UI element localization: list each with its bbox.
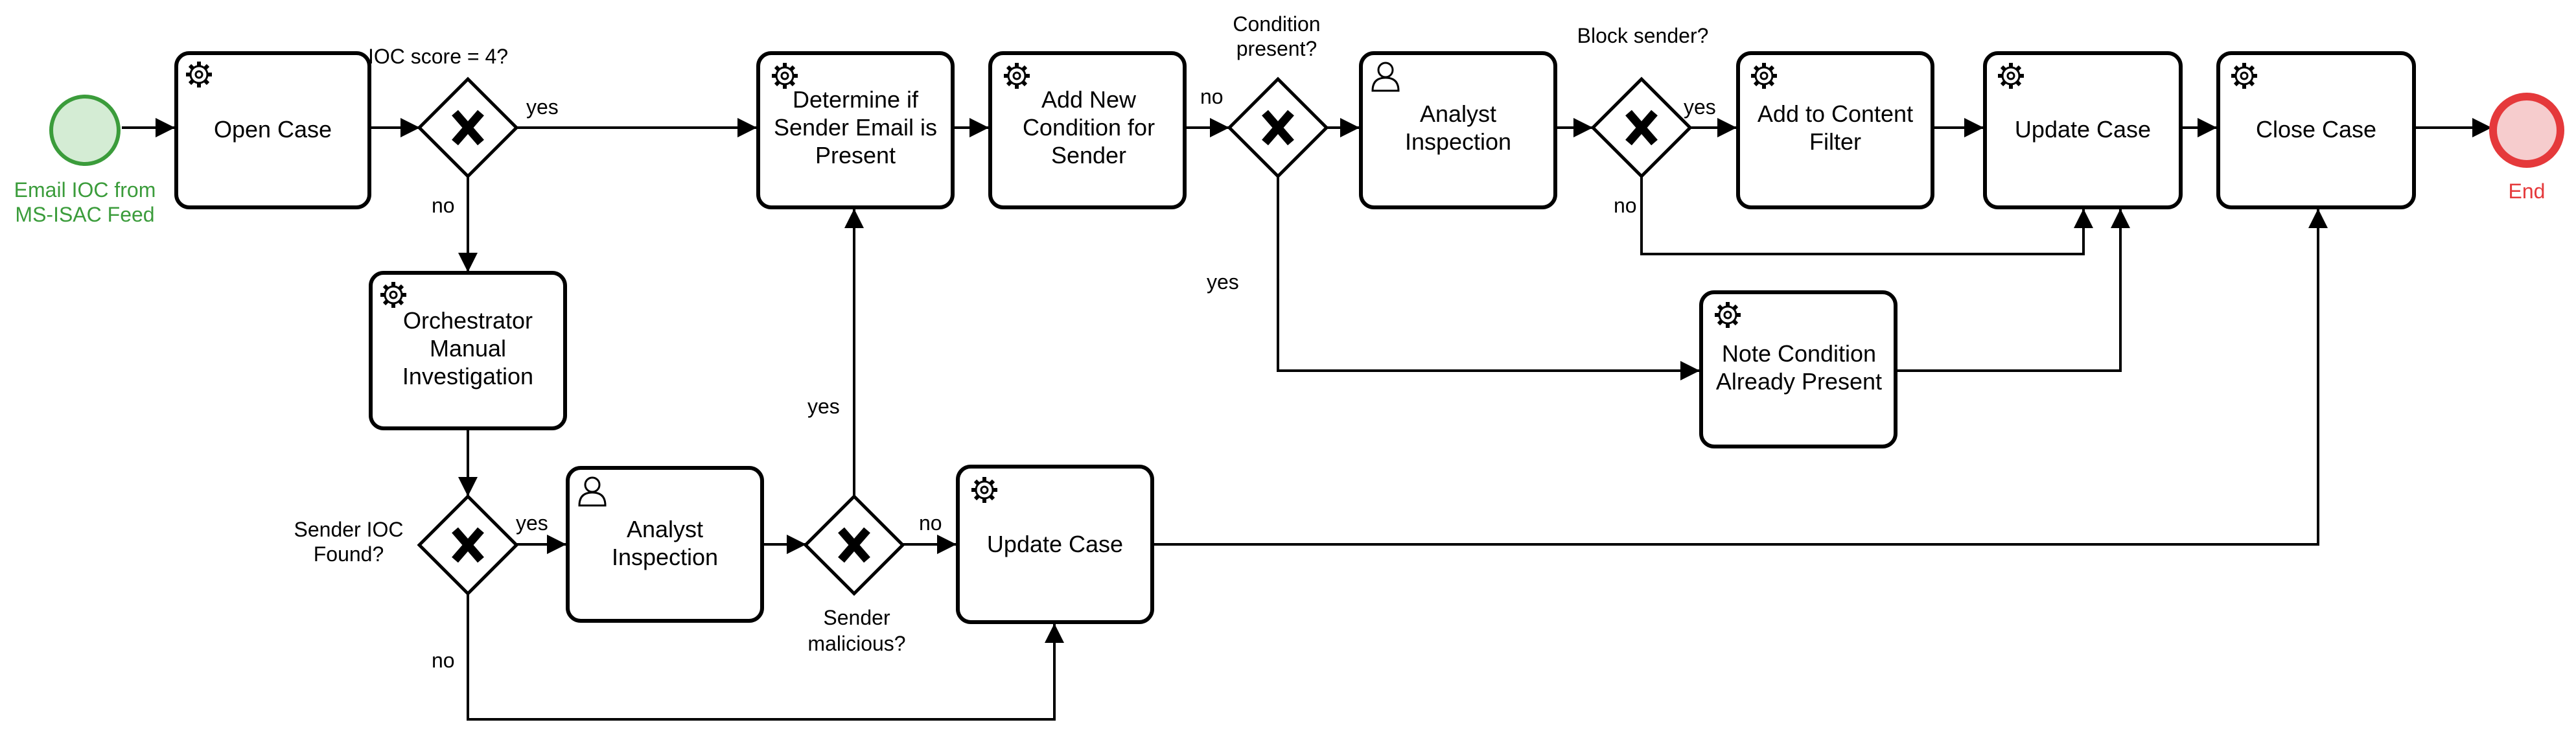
task-box bbox=[174, 51, 371, 209]
gateway-question-line-1: Condition bbox=[1233, 12, 1320, 36]
task-label-line-3: Sender bbox=[1051, 142, 1126, 168]
task-close-case[interactable]: Close Case bbox=[2216, 51, 2416, 209]
task-box bbox=[1736, 51, 1934, 209]
task-box bbox=[2216, 51, 2416, 209]
task-box bbox=[1983, 51, 2183, 209]
task-label-line-2: Filter bbox=[1809, 128, 1861, 155]
flow-label-sender-ioc-yes: yes bbox=[516, 511, 548, 535]
end-event-circle bbox=[2489, 93, 2564, 168]
task-add-to-content-filter[interactable]: Add to Content Filter bbox=[1736, 51, 1934, 209]
task-label-line-2: Manual bbox=[430, 335, 506, 362]
sequence-flows bbox=[122, 118, 2492, 721]
task-box bbox=[988, 51, 1187, 209]
gateway-ioc-score[interactable]: IOC score = 4? bbox=[368, 45, 519, 179]
task-label-line-1: Analyst bbox=[1420, 100, 1496, 127]
task-label-line-2: Inspection bbox=[612, 544, 718, 570]
task-add-new-condition[interactable]: Add New Condition for Sender bbox=[988, 51, 1187, 209]
gateway-sender-malicious[interactable]: Sender malicious? bbox=[803, 494, 906, 655]
start-event-label-line-1: Email IOC from bbox=[14, 178, 156, 202]
end-event[interactable]: End bbox=[2489, 93, 2564, 203]
task-box bbox=[1359, 51, 1557, 209]
task-label-line-1: Add to Content bbox=[1758, 100, 1913, 127]
task-label-line-2: Condition for bbox=[1023, 114, 1155, 141]
task-label-line-2: Inspection bbox=[1405, 128, 1511, 155]
gateway-sender-ioc-found[interactable]: Sender IOC Found? bbox=[294, 494, 519, 596]
task-box bbox=[369, 271, 567, 430]
task-label-line-1: Analyst bbox=[627, 516, 703, 542]
gateway-question-line-2: present? bbox=[1236, 37, 1317, 60]
flow-labels: yes no yes no yes no no yes yes no bbox=[432, 85, 1716, 672]
gateway-question-line-2: Found? bbox=[314, 542, 384, 566]
flow-label-sender-ioc-no: no bbox=[432, 649, 455, 672]
task-orchestrator-manual-investigation[interactable]: Orchestrator Manual Investigation bbox=[369, 271, 567, 430]
flow-label-malicious-yes: yes bbox=[807, 395, 840, 418]
task-box bbox=[566, 466, 764, 623]
task-box bbox=[756, 51, 955, 209]
task-label-line-2: Sender Email is bbox=[774, 114, 937, 141]
gateway-condition-present[interactable]: Condition present? bbox=[1227, 12, 1329, 179]
flow-label-block-yes: yes bbox=[1684, 95, 1716, 119]
task-box bbox=[956, 465, 1154, 624]
flow-label-block-no: no bbox=[1614, 194, 1637, 217]
flow-label-malicious-no: no bbox=[919, 511, 942, 535]
task-note-condition-already-present[interactable]: Note Condition Already Present bbox=[1699, 290, 1897, 448]
start-event-label-line-2: MS-ISAC Feed bbox=[15, 203, 154, 226]
task-update-case-2[interactable]: Update Case bbox=[1983, 51, 2183, 209]
task-label: Update Case bbox=[2015, 116, 2151, 143]
start-event-circle bbox=[49, 95, 121, 166]
task-label-line-1: Note Condition bbox=[1722, 340, 1876, 367]
flow-update-case-to-close-case bbox=[1152, 209, 2328, 546]
gateway-question-line-1: Sender IOC bbox=[294, 518, 404, 541]
flow-condition-yes-to-note bbox=[1277, 176, 1700, 380]
task-analyst-inspection-1[interactable]: Analyst Inspection bbox=[566, 466, 764, 623]
task-box bbox=[1699, 290, 1897, 448]
task-label-line-1: Orchestrator bbox=[403, 307, 533, 334]
flow-note-to-update-case bbox=[1896, 209, 2130, 372]
flow-block-no-to-update-case bbox=[1640, 176, 2093, 255]
gateway-block-sender[interactable]: Block sender? bbox=[1577, 24, 1709, 179]
task-open-case[interactable]: Open Case bbox=[174, 51, 371, 209]
gateway-question-line-2: malicious? bbox=[807, 632, 905, 655]
flow-label-ioc-no: no bbox=[432, 194, 455, 217]
task-update-case-1[interactable]: Update Case bbox=[956, 465, 1154, 624]
flow-sender-ioc-no-to-update-case bbox=[467, 593, 1064, 721]
flow-label-ioc-yes: yes bbox=[526, 95, 559, 119]
task-label-line-1: Add New bbox=[1041, 86, 1137, 113]
gateway-question: IOC score = 4? bbox=[368, 45, 508, 68]
task-label-line-3: Investigation bbox=[402, 363, 533, 389]
task-analyst-inspection-2[interactable]: Analyst Inspection bbox=[1359, 51, 1557, 209]
start-event[interactable]: Email IOC from MS-ISAC Feed bbox=[14, 95, 156, 226]
gateway-question-line-1: Sender bbox=[823, 606, 890, 629]
flow-label-condition-yes: yes bbox=[1207, 270, 1239, 294]
task-label: Close Case bbox=[2256, 116, 2376, 143]
flow-label-condition-no: no bbox=[1200, 85, 1224, 108]
task-label-line-1: Determine if bbox=[793, 86, 919, 113]
task-determine-sender-email[interactable]: Determine if Sender Email is Present bbox=[756, 51, 955, 209]
gateway-question: Block sender? bbox=[1577, 24, 1709, 47]
task-label: Open Case bbox=[214, 116, 332, 143]
task-label-line-3: Present bbox=[815, 142, 896, 168]
end-event-label: End bbox=[2509, 180, 2546, 203]
task-label-line-2: Already Present bbox=[1716, 368, 1882, 395]
task-label: Update Case bbox=[987, 531, 1123, 557]
